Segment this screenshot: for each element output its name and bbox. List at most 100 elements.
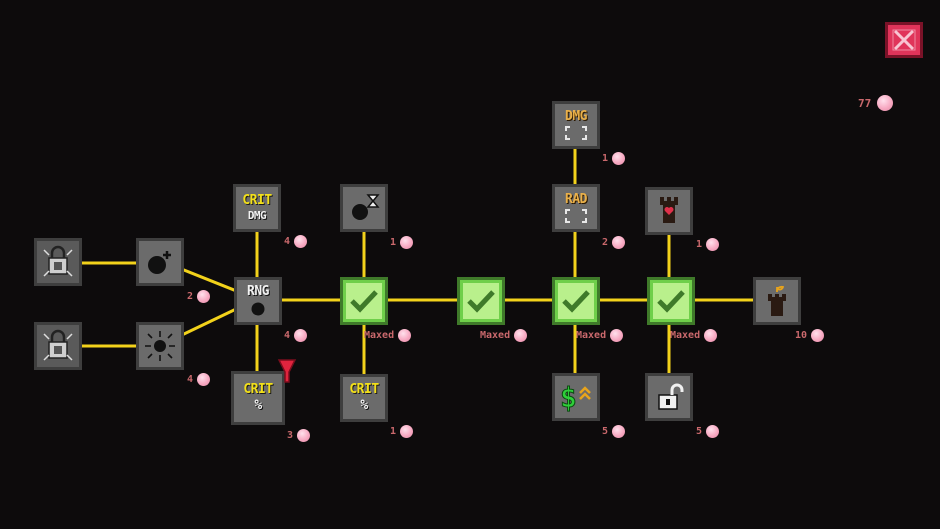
cost-value: 10 [795,329,808,341]
node-sublabel: % [254,398,262,413]
essence-orb-icon [297,428,311,442]
node-money-up[interactable]: $ [552,373,600,421]
bomb-icon [251,302,265,315]
checkmark-icon [562,290,590,313]
cost-value: 1 [696,238,703,250]
node-label: RNG [247,283,269,299]
essence-orb-icon [612,235,626,249]
red-marker-icon [277,359,297,383]
node-crit-percent-mid[interactable]: CRIT % [340,374,388,422]
cost-crit-percent-mid: 1 [390,424,414,438]
essence-orb-icon [612,151,626,165]
node-maxed-2[interactable] [457,277,505,325]
cost-value: 2 [602,236,609,248]
cost-bomb-spread: 4 [187,372,211,386]
node-sublabel: % [360,398,368,413]
node-crit-percent-left[interactable]: CRIT % [231,371,285,425]
cost-value: 5 [602,425,609,437]
cost-value: 5 [696,425,703,437]
cost-dmg-area: 1 [602,151,626,165]
node-locked-turret-bottom[interactable] [34,322,82,370]
cost-money-up: 5 [602,424,626,438]
node-tower-heart[interactable] [645,187,693,235]
cost-value: 4 [187,373,194,385]
node-maxed-4[interactable] [647,277,695,325]
essence-orb-icon [294,234,308,248]
cost-value: 4 [284,329,291,341]
checkmark-icon [657,290,685,313]
node-label: CRIT [243,382,273,397]
status-text: Maxed [480,329,511,341]
node-maxed-3[interactable] [552,277,600,325]
cost-rng: 4 [284,328,308,342]
node-crit-dmg[interactable]: CRIT DMG [233,184,281,232]
cost-tower-final: 10 [795,328,825,342]
essence-orb-icon [400,235,414,249]
node-label: CRIT [349,382,379,397]
essence-orb-icon [706,424,720,438]
area-bracket-icon [565,208,587,223]
status-maxed-2: Maxed [480,328,528,342]
wire [181,307,237,337]
tower-sprout-icon [768,285,786,316]
cost-tower-heart: 1 [696,237,720,251]
cost-value: 1 [390,425,397,437]
selection-marker [277,358,297,390]
currency-display: 77 [858,95,894,111]
locked-turret-icon [43,329,73,361]
essence-orb-icon [704,328,718,342]
essence-orb-icon [610,328,624,342]
node-label: RAD [565,191,587,207]
node-locked-turret-top[interactable] [34,238,82,286]
close-button[interactable] [885,22,923,58]
bomb-spread-icon [145,331,175,361]
locked-turret-icon [43,245,73,277]
cost-value: 1 [602,152,609,164]
checkmark-icon [467,290,495,313]
tower-heart-icon [660,197,678,223]
status-maxed-4: Maxed [670,328,718,342]
node-rng[interactable]: RNG [234,277,282,325]
essence-orb-icon [706,237,720,251]
area-bracket-icon [565,125,587,140]
essence-orb-icon [197,289,211,303]
node-bomb-plus[interactable] [136,238,184,286]
cost-value: 4 [284,235,291,247]
bomb-plus-icon [148,251,171,274]
cost-value: 1 [390,236,397,248]
essence-orb-icon [398,328,412,342]
unlock-padlock-icon [658,383,684,410]
node-dmg-area[interactable]: DMG [552,101,600,149]
node-tower-final[interactable] [753,277,801,325]
essence-orb-icon [811,328,825,342]
status-text: Maxed [364,329,395,341]
node-bomb-timer[interactable] [340,184,388,232]
cost-crit-percent-left: 3 [287,428,311,442]
status-text: Maxed [576,329,607,341]
cost-bomb-plus: 2 [187,289,211,303]
node-bomb-spread[interactable] [136,322,184,370]
dollar-arrows-icon: $ [560,381,591,415]
status-maxed-3: Maxed [576,328,624,342]
cost-unlock: 5 [696,424,720,438]
node-unlock[interactable] [645,373,693,421]
essence-orb-icon [877,95,894,111]
checkmark-icon [350,290,378,313]
essence-orb-icon [197,372,211,386]
node-label: CRIT [242,192,272,208]
cost-bomb-timer: 1 [390,235,414,249]
status-text: Maxed [670,329,701,341]
node-maxed-1[interactable] [340,277,388,325]
node-rad-area[interactable]: RAD [552,184,600,232]
status-maxed-1: Maxed [364,328,412,342]
cost-crit-dmg: 4 [284,234,308,248]
close-x-icon [892,29,916,51]
cost-rad-area: 2 [602,235,626,249]
cost-value: 3 [287,429,294,441]
node-sublabel: DMG [247,208,267,222]
bomb-hourglass-icon [352,194,380,220]
essence-orb-icon [400,424,414,438]
essence-orb-icon [612,424,626,438]
cost-value: 2 [187,290,194,302]
